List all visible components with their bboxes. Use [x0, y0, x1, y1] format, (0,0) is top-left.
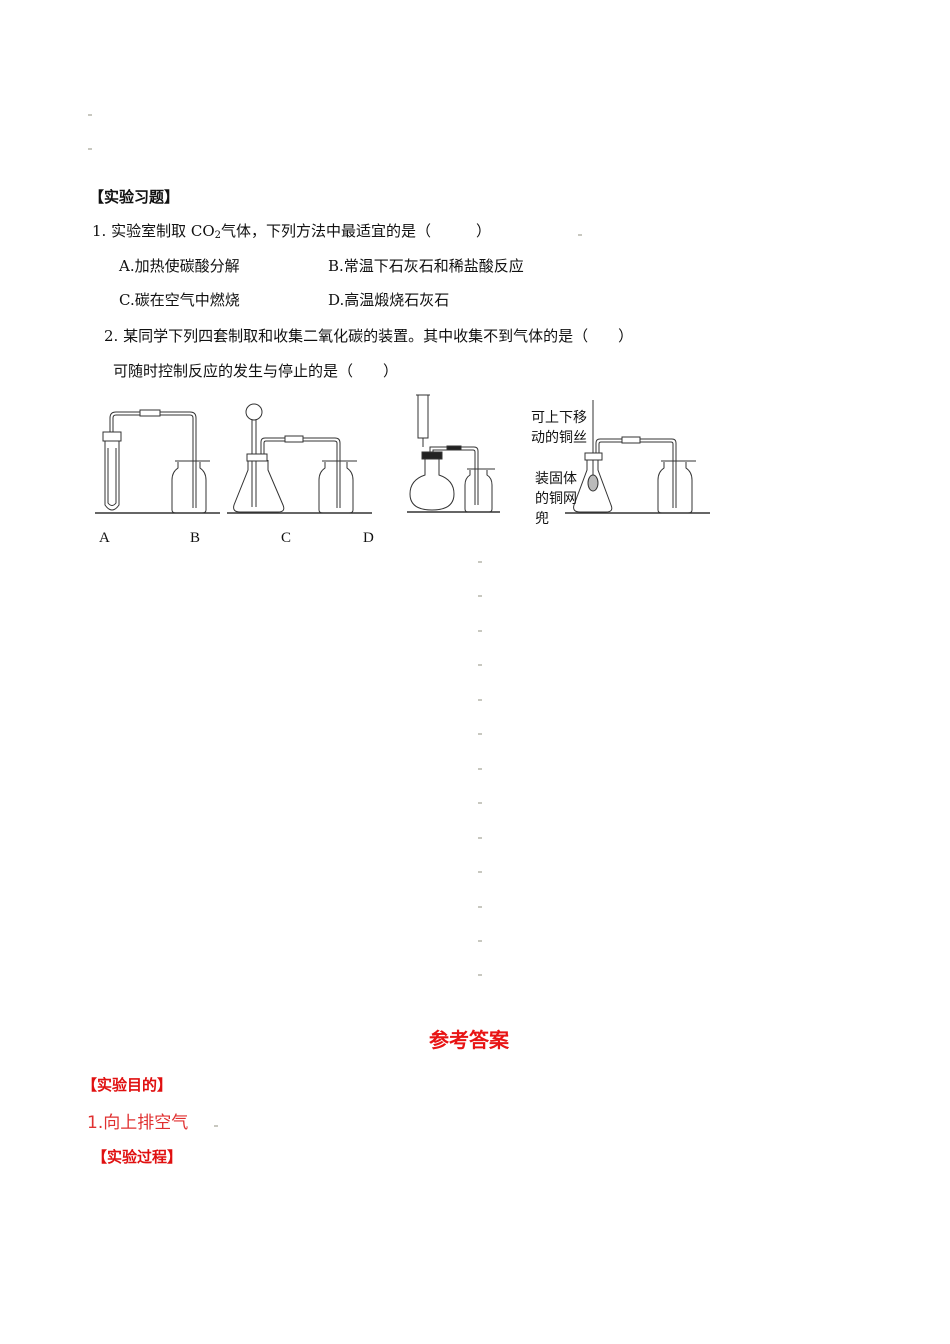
copper-wire-note: 可上下移动的铜丝 [531, 410, 587, 446]
paragraph-mark [478, 699, 482, 701]
figure-label-a: A [99, 530, 110, 546]
apparatus-c-round-flask-diagram [407, 394, 500, 513]
paragraph-mark [478, 906, 482, 908]
q1-option-d: D.高温煅烧石灰石 [328, 291, 450, 309]
answers-section1-heading: 【实验目的】 [82, 1076, 173, 1094]
answers-section1-item: 1.向上排空气 [87, 1113, 189, 1133]
paragraph-mark [478, 561, 482, 563]
apparatus-b-conical-flask-diagram [227, 403, 372, 514]
question-1-stem: 1. 实验室制取 CO2气体，下列方法中最适宜的是（ ） [92, 222, 492, 241]
question-2-stem: 2. 某同学下列四套制取和收集二氧化碳的装置。其中收集不到气体的是（ ） [104, 327, 634, 345]
paragraph-mark [478, 802, 482, 804]
figure-label-b: B [190, 530, 201, 546]
paragraph-mark [478, 974, 482, 976]
figure-label-d: D [363, 530, 374, 546]
copper-mesh-note: 装固体的铜网兜 [535, 471, 577, 527]
paragraph-mark [214, 1125, 218, 1127]
question-2-stem-2: 可随时控制反应的发生与停止的是（ ） [113, 362, 399, 380]
paragraph-mark [478, 837, 482, 839]
paragraph-mark [478, 630, 482, 632]
q1-option-a: A.加热使碳酸分解 [119, 257, 240, 275]
answers-title: 参考答案 [429, 1028, 509, 1052]
paragraph-mark [478, 733, 482, 735]
paragraph-mark [478, 940, 482, 942]
apparatus-d-copper-mesh-diagram [565, 400, 710, 514]
apparatus-a-test-tube-diagram [95, 409, 220, 514]
q1-option-c: C.碳在空气中燃烧 [119, 291, 240, 309]
paragraph-mark [478, 768, 482, 770]
paragraph-mark [478, 595, 482, 597]
q1-option-b: B.常温下石灰石和稀盐酸反应 [328, 257, 524, 275]
paragraph-mark [578, 234, 582, 236]
paragraph-mark [88, 148, 92, 150]
q1-stem-prefix: 1. 实验室制取 CO [92, 222, 215, 240]
answers-section2-heading: 【实验过程】 [92, 1148, 183, 1166]
q1-stem-suffix: 气体，下列方法中最适宜的是（ ） [221, 222, 492, 240]
paragraph-mark [478, 871, 482, 873]
paragraph-mark [88, 114, 92, 116]
figure-label-c: C [281, 530, 292, 546]
exercises-heading: 【实验习题】 [89, 188, 180, 206]
paragraph-mark [478, 664, 482, 666]
q1-stem-subscript: 2 [214, 230, 221, 241]
